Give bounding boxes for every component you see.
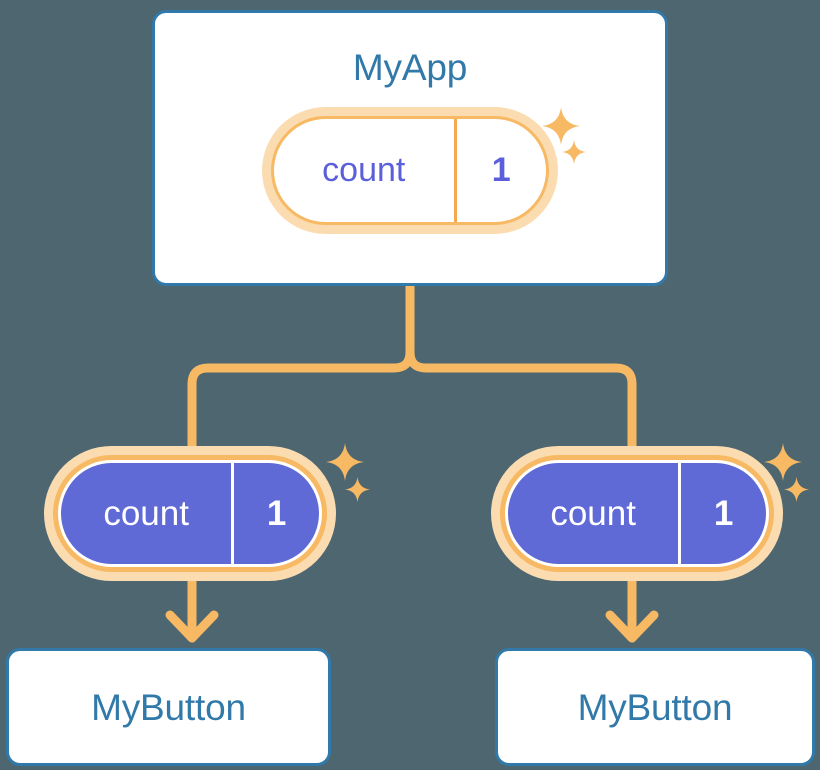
arrow-down-icon-left bbox=[165, 570, 219, 643]
state-pill-divider bbox=[231, 463, 235, 564]
component-title: MyButton bbox=[91, 686, 246, 728]
state-key-label: count bbox=[103, 493, 189, 533]
component-card-myapp[interactable]: MyApp bbox=[152, 10, 668, 286]
state-pill-left[interactable]: count 1 bbox=[44, 446, 336, 581]
state-value-label: 1 bbox=[266, 493, 287, 533]
state-pill-inner: count 1 bbox=[274, 119, 546, 222]
arrow-down-icon-right bbox=[605, 570, 659, 643]
state-pill-divider bbox=[678, 463, 682, 564]
component-card-mybutton-right[interactable]: MyButton bbox=[495, 648, 815, 766]
state-pill-inner: count 1 bbox=[58, 460, 322, 567]
state-key-label: count bbox=[322, 151, 406, 189]
state-key-label: count bbox=[550, 493, 636, 533]
state-pill-divider bbox=[453, 119, 457, 222]
state-pill-right[interactable]: count 1 bbox=[491, 446, 783, 581]
page-title: MyApp bbox=[352, 47, 468, 88]
state-pill-inner: count 1 bbox=[505, 460, 769, 567]
branch-connector-icon bbox=[187, 281, 415, 451]
component-title: MyButton bbox=[577, 686, 733, 728]
state-value-label: 1 bbox=[491, 151, 511, 189]
component-card-mybutton-left[interactable]: MyButton bbox=[6, 648, 331, 766]
state-pill-root[interactable]: count 1 bbox=[262, 107, 558, 234]
state-pill-fill: count 1 bbox=[61, 463, 319, 564]
state-value-label: 1 bbox=[713, 493, 734, 533]
branch-connector-right-icon bbox=[405, 347, 637, 451]
state-pill-fill: count 1 bbox=[508, 463, 766, 564]
